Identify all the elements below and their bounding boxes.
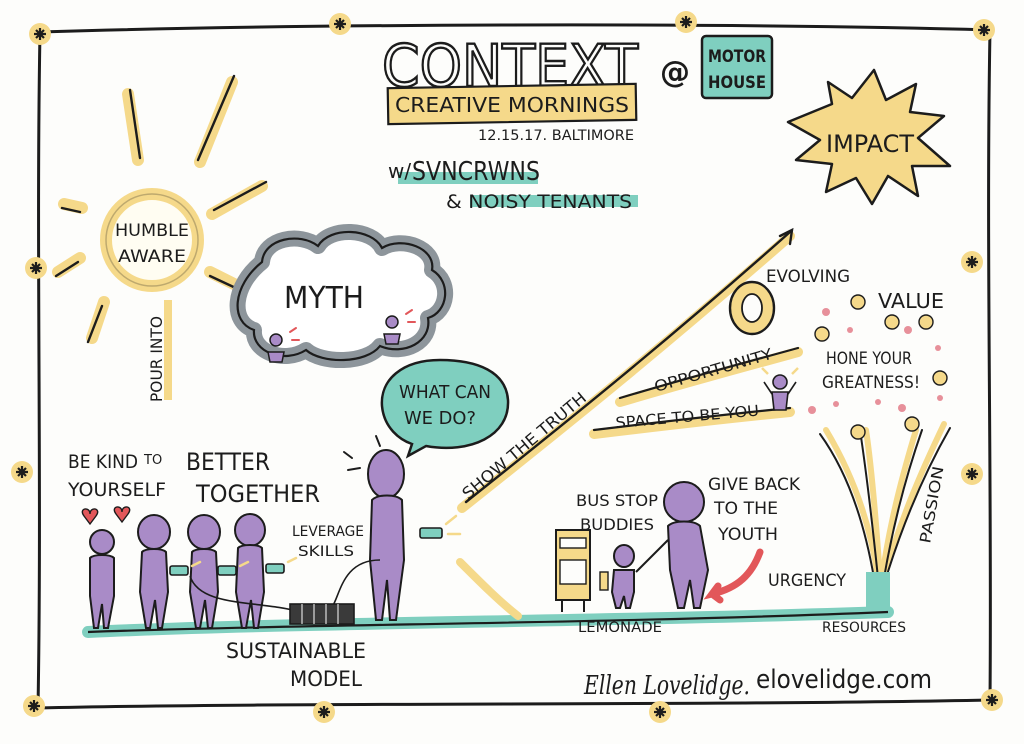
venue-line2: HOUSE bbox=[708, 73, 766, 93]
signature-name: Ellen Lovelidge. bbox=[583, 671, 750, 701]
child-and-adult bbox=[610, 481, 710, 609]
heart-icon bbox=[81, 506, 131, 526]
myth-label: MYTH bbox=[284, 281, 364, 316]
evolving-label: EVOLVING bbox=[766, 267, 850, 287]
battery-icon bbox=[189, 559, 381, 625]
signature-site: elovelidge.com bbox=[756, 665, 932, 695]
star-icon bbox=[675, 11, 697, 33]
hone-line2: GREATNESS! bbox=[822, 373, 920, 393]
sun-disc bbox=[100, 188, 204, 292]
speech-bubble: WHAT CAN WE DO? bbox=[380, 358, 510, 459]
be-kind-line1: BE KIND bbox=[68, 451, 138, 473]
header: CONTEXT @ MOTOR HOUSE CREATIVE MORNINGS … bbox=[381, 31, 774, 213]
star-icon bbox=[961, 251, 983, 273]
be-kind-to: TO bbox=[143, 453, 162, 468]
flashlight-icon bbox=[169, 527, 443, 576]
and-underline bbox=[470, 195, 638, 207]
lemonade-label: LEMONADE bbox=[578, 620, 662, 636]
lemonade-stand-icon bbox=[555, 529, 591, 612]
venue-box bbox=[700, 34, 774, 100]
what-can-line1: WHAT CAN bbox=[399, 382, 491, 403]
resources-label: RESOURCES bbox=[822, 620, 906, 636]
fireworks bbox=[808, 294, 951, 608]
signature: Ellen Lovelidge. elovelidge.com bbox=[583, 665, 932, 701]
better-line1: BETTER bbox=[186, 448, 270, 476]
star-icon bbox=[23, 695, 45, 717]
leverage-line1: LEVERAGE bbox=[292, 524, 364, 540]
urgency-label: URGENCY bbox=[768, 571, 847, 591]
star-icon bbox=[961, 463, 983, 485]
spark-icon bbox=[814, 294, 948, 440]
impact-label: IMPACT bbox=[826, 130, 914, 158]
cheering-figure-icon bbox=[763, 374, 797, 411]
star-icon bbox=[25, 257, 47, 279]
event-date: 12.15.17. BALTIMORE bbox=[478, 128, 634, 144]
star-icon bbox=[29, 23, 51, 45]
better-line2: TOGETHER bbox=[195, 480, 320, 508]
sustainable-line2: MODEL bbox=[290, 667, 362, 691]
sustainable-line1: SUSTAINABLE bbox=[226, 639, 366, 663]
opportunity-label: OPPORTUNITY bbox=[652, 345, 775, 396]
sun-line1: HUMBLE bbox=[115, 221, 189, 241]
bus-line2: BUDDIES bbox=[580, 515, 654, 534]
what-can-line2: WE DO? bbox=[404, 408, 476, 429]
give-line3: YOUTH bbox=[717, 525, 778, 545]
impact-burst: IMPACT bbox=[786, 68, 952, 206]
with-name: SVNCRWNS bbox=[412, 157, 540, 187]
star-icon bbox=[329, 13, 351, 35]
star-icon bbox=[973, 19, 995, 41]
value-label: VALUE bbox=[878, 289, 944, 313]
event-banner bbox=[386, 82, 638, 126]
with-prefix: w/ bbox=[388, 159, 411, 183]
venue-line1: MOTOR bbox=[708, 47, 766, 67]
urgency-arrow-icon bbox=[703, 548, 764, 604]
star-icon bbox=[981, 689, 1003, 711]
sun-line2: AWARE bbox=[118, 247, 186, 267]
give-line1: GIVE BACK bbox=[708, 475, 801, 495]
frame-stars bbox=[11, 11, 1003, 723]
with-underline bbox=[398, 172, 538, 184]
and-line: & NOISY TENANTS bbox=[446, 191, 632, 213]
bus-line1: BUS STOP bbox=[576, 491, 658, 510]
ground-line bbox=[82, 606, 894, 638]
event-name: CREATIVE MORNINGS bbox=[395, 93, 629, 117]
star-icon bbox=[313, 701, 335, 723]
sun: HUMBLE AWARE POUR INTO bbox=[52, 74, 268, 402]
pour-into-label: POUR INTO bbox=[147, 316, 166, 402]
myth-figure-icon bbox=[267, 315, 401, 363]
myth-cloud: MYTH bbox=[229, 224, 454, 368]
hone-line1: HONE YOUR bbox=[826, 349, 912, 369]
leverage-line2: SKILLS bbox=[298, 544, 354, 560]
give-line2: TO THE bbox=[713, 499, 778, 519]
at-sign: @ bbox=[660, 55, 690, 90]
star-icon bbox=[649, 701, 671, 723]
star-icon bbox=[11, 461, 33, 483]
be-kind-line2: YOURSELF bbox=[67, 479, 166, 501]
frame-border bbox=[36, 23, 992, 710]
rising-lines bbox=[456, 227, 803, 620]
